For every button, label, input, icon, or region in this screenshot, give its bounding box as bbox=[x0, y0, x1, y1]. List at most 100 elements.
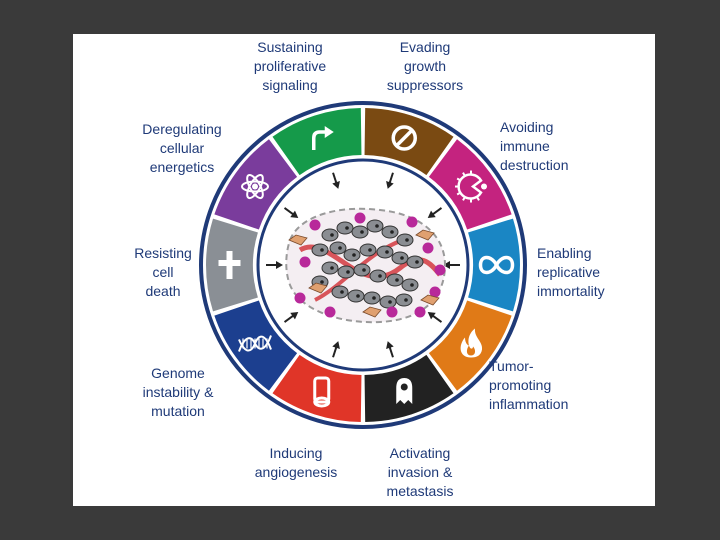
tumor-cell bbox=[321, 261, 339, 275]
immune-cell bbox=[434, 264, 446, 276]
atom-icon bbox=[240, 173, 269, 200]
label-genome: Genome instability & mutation bbox=[143, 364, 214, 421]
label-line: Resisting bbox=[134, 245, 192, 261]
tumor-cell bbox=[336, 221, 354, 235]
label-line: instability & bbox=[142, 384, 214, 400]
label-line: Tumor- bbox=[489, 358, 534, 374]
label-line: Avoiding bbox=[500, 119, 554, 135]
label-line: angiogenesis bbox=[254, 464, 338, 480]
tumor-cell bbox=[331, 285, 349, 299]
label-line: mutation bbox=[151, 403, 205, 419]
tumor-cell bbox=[376, 245, 394, 259]
tumor-cell bbox=[379, 295, 397, 309]
tumor-cell bbox=[406, 255, 424, 269]
immune-cell bbox=[324, 306, 336, 318]
label-line: destruction bbox=[500, 157, 569, 173]
label-line: Deregulating bbox=[142, 121, 222, 137]
fibroblast-cell bbox=[415, 229, 435, 241]
tumor-cell bbox=[401, 278, 419, 292]
label-line: replicative bbox=[537, 264, 601, 280]
immune-cell bbox=[429, 286, 441, 298]
immune-cell bbox=[422, 242, 434, 254]
arrow-avoiding bbox=[427, 207, 443, 218]
immune-cell bbox=[414, 306, 426, 318]
label-line: suppressors bbox=[386, 77, 464, 93]
label-line: Inducing bbox=[269, 445, 323, 461]
tumor-cell bbox=[381, 225, 399, 239]
arrow-activating bbox=[386, 341, 394, 358]
tumor-cell bbox=[359, 243, 377, 257]
label-line: Genome bbox=[151, 365, 205, 381]
immune-cell bbox=[354, 212, 366, 224]
label-resisting: Resisting cell death bbox=[134, 244, 192, 301]
tumor-cell bbox=[321, 228, 339, 242]
immune-cell bbox=[386, 306, 398, 318]
label-deregulating: Deregulating cellular energetics bbox=[142, 120, 221, 177]
tumor-cell bbox=[351, 225, 369, 239]
tumor-cell bbox=[363, 291, 381, 305]
tumor-cell-cluster bbox=[285, 207, 447, 324]
tumor-cell bbox=[386, 273, 404, 287]
label-line: death bbox=[145, 283, 181, 299]
arrow-evading bbox=[386, 172, 394, 189]
arrow-inducing bbox=[332, 341, 340, 358]
immune-cell bbox=[299, 256, 311, 268]
dna-icon bbox=[238, 335, 272, 352]
label-line: cellular bbox=[159, 140, 205, 156]
segment-inducing bbox=[272, 354, 362, 422]
inward-arrows bbox=[266, 172, 460, 358]
label-line: immune bbox=[500, 138, 550, 154]
prohibition-icon bbox=[391, 125, 418, 151]
label-line: promoting bbox=[489, 377, 552, 393]
label-inducing: Inducing angiogenesis bbox=[255, 444, 338, 482]
arrow-sustaining bbox=[332, 172, 340, 189]
label-avoiding: Avoiding immune destruction bbox=[500, 118, 568, 175]
arrow-resisting bbox=[266, 261, 283, 269]
fibroblast-cell bbox=[362, 306, 382, 318]
label-line: immortality bbox=[537, 283, 605, 299]
label-tumor: Tumor-promoting inflammation bbox=[489, 357, 568, 414]
fibroblast-cell bbox=[288, 234, 308, 246]
label-line: metastasis bbox=[386, 483, 454, 499]
arrow-turn-icon bbox=[311, 126, 334, 151]
vessel-icon bbox=[313, 376, 331, 408]
cross-icon bbox=[218, 251, 241, 279]
infinity-icon bbox=[478, 255, 515, 275]
immune-cell bbox=[309, 219, 321, 231]
arrow-genome bbox=[283, 312, 299, 323]
immune-cell bbox=[294, 292, 306, 304]
tumor-cell bbox=[391, 251, 409, 265]
immune-cell bbox=[406, 216, 418, 228]
segment-sustaining bbox=[272, 108, 362, 176]
label-evading: Evading growth suppressors bbox=[387, 38, 463, 95]
ghost-cell-icon bbox=[396, 377, 413, 404]
segment-evading bbox=[364, 108, 454, 176]
arrow-deregulating bbox=[283, 207, 299, 218]
label-line: cell bbox=[152, 264, 174, 280]
label-line: growth bbox=[403, 58, 447, 74]
label-line: energetics bbox=[149, 159, 215, 175]
fibroblast-cell bbox=[308, 282, 328, 294]
fibroblast-cell bbox=[420, 294, 440, 306]
tumor-cell bbox=[329, 241, 347, 255]
label-line: Activating bbox=[389, 445, 451, 461]
tumor-cell bbox=[366, 219, 384, 233]
label-line: Sustaining bbox=[257, 39, 323, 55]
tumor-cell bbox=[337, 265, 355, 279]
arrow-enabling bbox=[443, 261, 460, 269]
label-line: proliferative bbox=[253, 58, 327, 74]
segment-enabling bbox=[468, 218, 520, 312]
tumor-cell bbox=[311, 243, 329, 257]
pac-cell-icon bbox=[455, 170, 488, 203]
label-line: inflammation bbox=[489, 396, 569, 412]
flame-icon bbox=[460, 328, 483, 358]
tumor-cell bbox=[353, 263, 371, 277]
label-line: Evading bbox=[399, 39, 451, 55]
tumor-cell bbox=[343, 248, 361, 262]
label-line: signaling bbox=[262, 77, 318, 93]
tumor-cell bbox=[347, 289, 365, 303]
arrow-tumor bbox=[427, 312, 443, 323]
